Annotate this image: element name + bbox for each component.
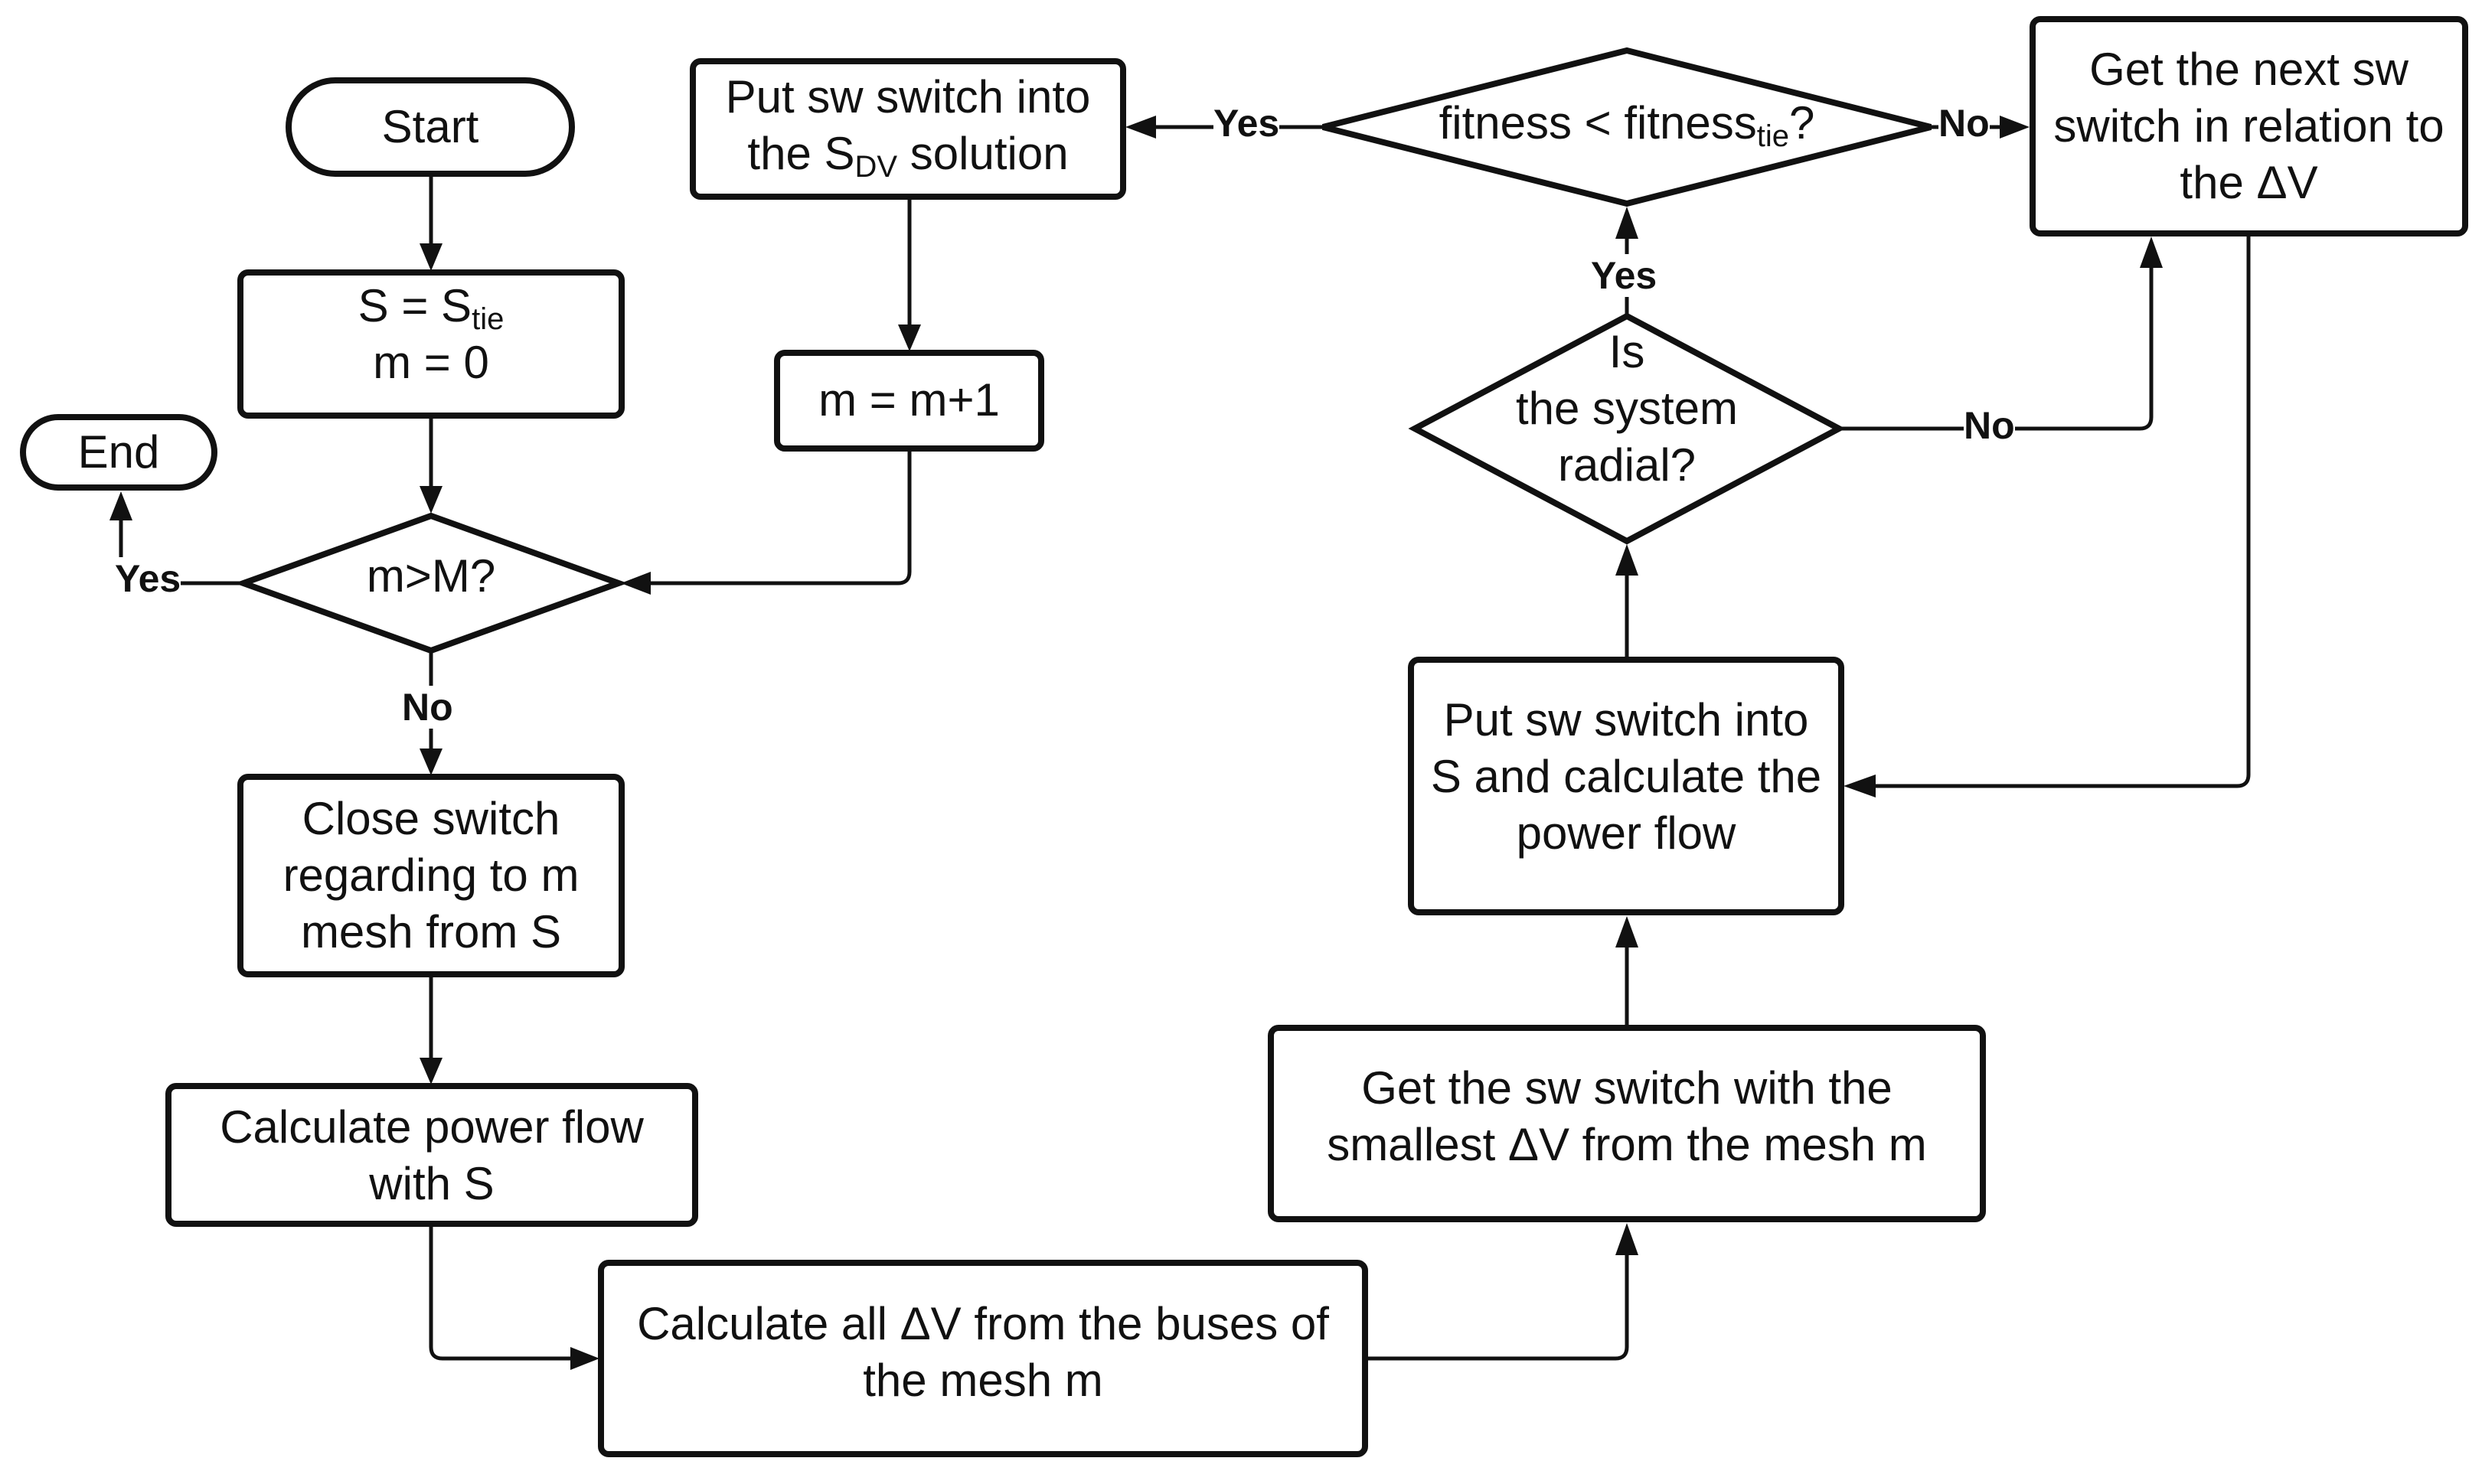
next-switch-line-3: the ΔV <box>2180 157 2318 208</box>
arrowhead <box>898 325 921 351</box>
calc-all-dv-line-1: Calculate all ΔV from the buses of <box>637 1298 1329 1349</box>
init-line-1: S = Stie <box>358 280 505 336</box>
end-text: End <box>77 426 160 478</box>
radial-no-label: No <box>1964 404 2015 447</box>
arrowhead <box>621 572 651 595</box>
put-into-s-line-1: Put sw switch into <box>1443 694 1809 745</box>
mcheck-yes-label: Yes <box>115 557 181 600</box>
arrowhead <box>2000 116 2030 139</box>
next-switch-line-1: Get the next sw <box>2089 44 2409 95</box>
radial-check-line-2: the system <box>1515 383 1739 434</box>
put-into-s-line-3: power flow <box>1516 807 1736 859</box>
put-into-sdv-line-1: Put sw switch into <box>725 71 1091 122</box>
close-switch-line-1: Close switch <box>302 793 560 844</box>
calc-all-dv-label: Calculate all ΔV from the buses of the m… <box>601 1296 1365 1409</box>
mcheck-no-label: No <box>402 686 453 729</box>
put-into-sdv-label: Put sw switch into the SDV solution <box>693 69 1123 182</box>
calc-power-flow-line-1: Calculate power flow <box>220 1101 644 1153</box>
radial-check-line-1: Is <box>1608 326 1645 377</box>
arrowhead <box>420 243 443 271</box>
fitness-check-label: fitness < fitnesstie? <box>1439 97 1815 153</box>
fitness-check-decision <box>1322 47 1932 207</box>
calc-all-dv-line-2: the mesh m <box>863 1355 1103 1406</box>
conn-radial-next <box>1839 268 2154 431</box>
arrowhead <box>420 1058 443 1084</box>
start-text: Start <box>381 101 479 152</box>
init-label: S = Stie m = 0 <box>240 278 622 391</box>
arrowheads <box>109 116 2163 1370</box>
get-smallest-label: Get the sw switch with the smallest ΔV f… <box>1271 1060 1983 1173</box>
init-line-2: m = 0 <box>373 337 489 388</box>
close-switch-label: Close switch regarding to m mesh from S <box>240 791 622 961</box>
arrowhead <box>1615 207 1638 239</box>
get-smallest-line-2: smallest ΔV from the mesh m <box>1327 1119 1927 1170</box>
end-terminator <box>20 414 217 491</box>
fitness-no-label: No <box>1938 102 1990 145</box>
put-into-s-line-2: S and calculate the <box>1430 751 1822 802</box>
arrowhead <box>420 486 443 514</box>
fitness-yes-label: Yes <box>1213 102 1280 145</box>
end-label: End <box>23 424 214 481</box>
mcheck-text: m>M? <box>366 550 496 602</box>
arrowhead <box>1844 775 1876 797</box>
put-into-s-label: Put sw switch into S and calculate the p… <box>1411 692 1841 862</box>
conn-calcpf-calcdv <box>429 1224 570 1361</box>
conn-calcdv-smallest <box>1365 1255 1629 1361</box>
get-smallest-line-1: Get the sw switch with the <box>1361 1062 1893 1114</box>
calc-power-flow-label: Calculate power flow with S <box>168 1099 695 1212</box>
start-label: Start <box>289 99 572 155</box>
arrowhead <box>109 491 132 520</box>
arrowhead <box>420 749 443 775</box>
radial-check-decision <box>1408 312 1846 545</box>
arrowhead <box>1125 116 1156 139</box>
mcheck-label: m>M? <box>243 548 619 605</box>
arrowhead <box>1615 544 1638 576</box>
close-switch-line-2: regarding to m <box>282 850 580 901</box>
close-switch-line-3: mesh from S <box>300 906 562 957</box>
radial-check-label: Is the system radial? <box>1415 324 1839 494</box>
next-switch-label: Get the next sw switch in relation to th… <box>2033 41 2465 211</box>
increment-m-text: m = m+1 <box>818 374 1000 426</box>
radial-yes-label: Yes <box>1591 254 1657 297</box>
next-switch-line-2: switch in relation to <box>2053 100 2444 152</box>
calc-power-flow-line-2: with S <box>369 1158 495 1209</box>
increment-m-label: m = m+1 <box>777 372 1041 429</box>
arrowhead <box>2140 236 2163 268</box>
arrowhead <box>570 1347 599 1370</box>
arrowhead <box>1615 916 1638 947</box>
put-into-sdv-line-2: the SDV solution <box>747 128 1069 184</box>
radial-check-line-3: radial? <box>1557 439 1697 491</box>
conn-next-puts <box>1876 233 2251 788</box>
conn-increment-mcheck <box>651 448 912 585</box>
arrowhead <box>1615 1223 1638 1255</box>
